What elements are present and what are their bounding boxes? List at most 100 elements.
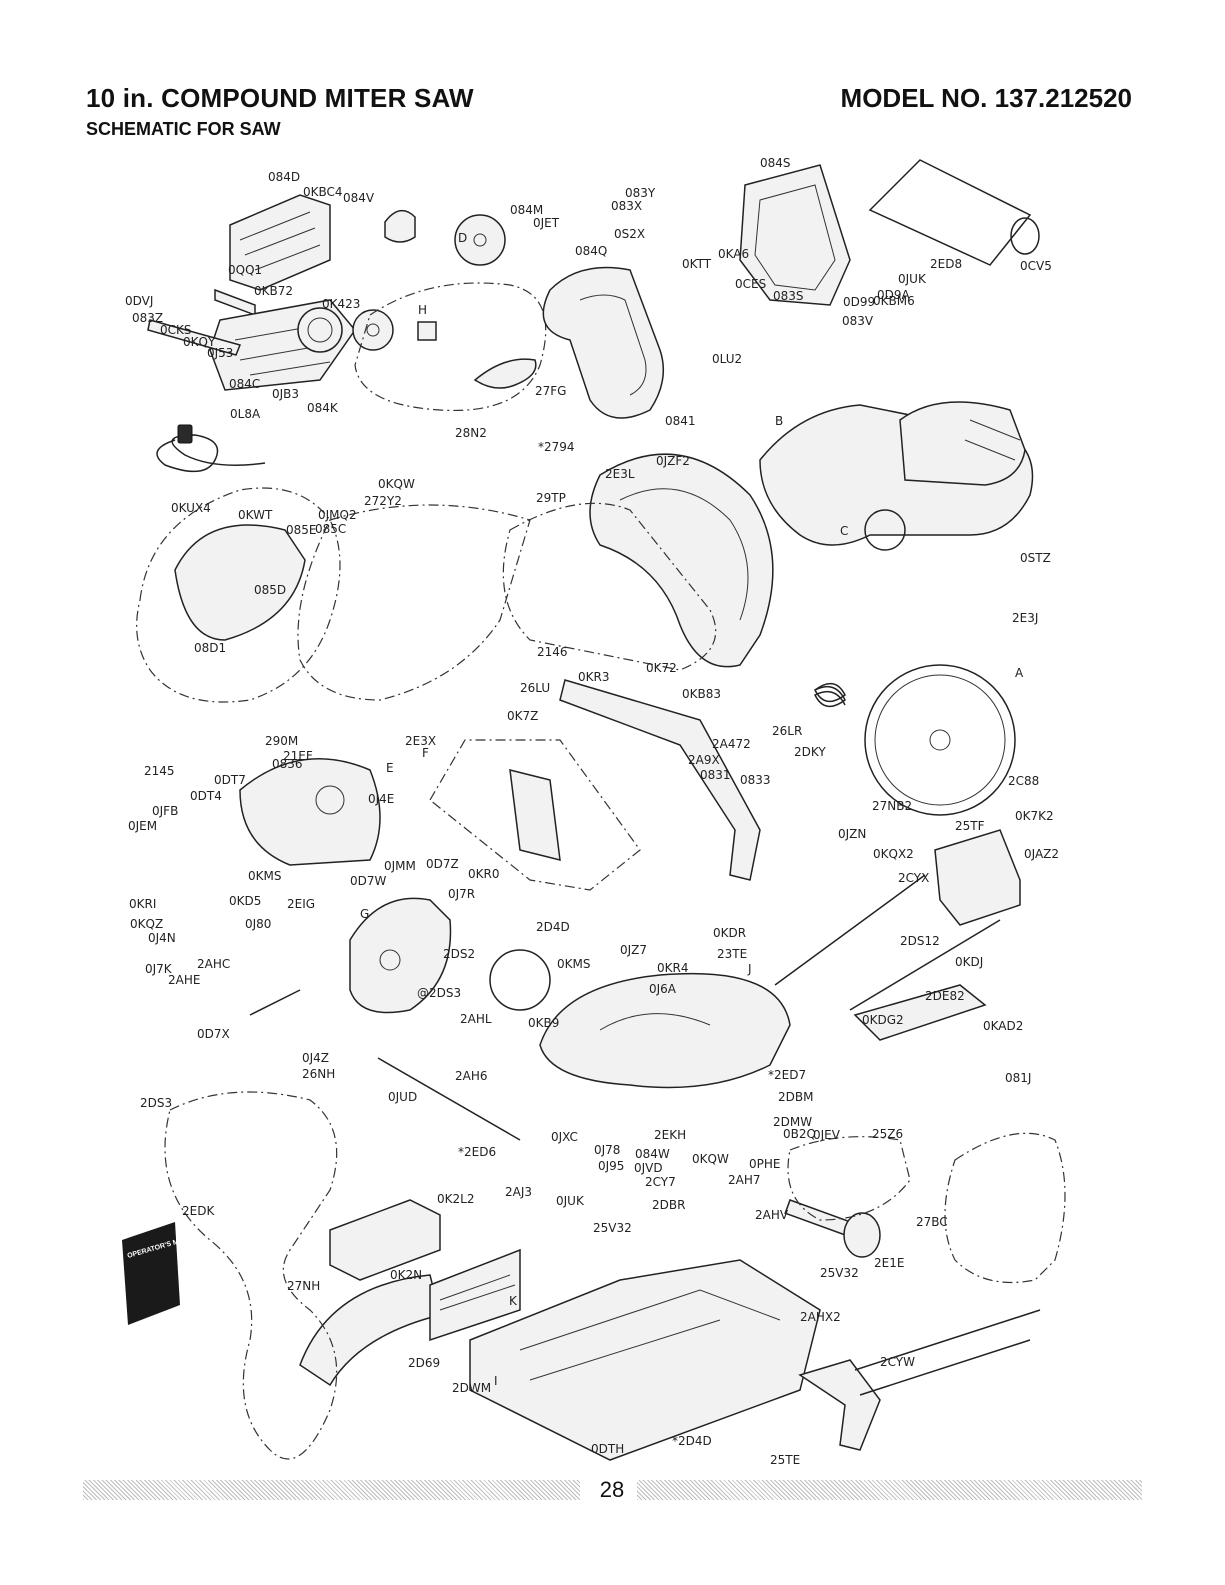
part-label: 0JB3 [272, 387, 299, 401]
operators-manual: OPERATOR'S MANUAL [122, 1222, 204, 1325]
part-label: 27BC [916, 1215, 948, 1229]
part-label: 2AJ3 [505, 1185, 532, 1199]
part-label: 2AHE [168, 973, 200, 987]
arm-link-bracket [559, 679, 761, 881]
part-label: C [840, 524, 848, 538]
part-label: 083Y [625, 186, 656, 200]
part-label: 2DS2 [443, 947, 475, 961]
part-label: A [1015, 666, 1024, 680]
schematic-subtitle: SCHEMATIC FOR SAW [86, 119, 281, 139]
part-label: 2DKY [794, 745, 826, 759]
part-label: 0KB83 [682, 687, 721, 701]
part-label: 27FG [535, 384, 566, 398]
part-label: I [494, 1374, 498, 1388]
part-label: 084M [510, 203, 543, 217]
part-label: 2DMW [773, 1115, 812, 1129]
part-label: 0J95 [598, 1159, 624, 1173]
part-label: 25V32 [820, 1266, 859, 1280]
part-label: 0JEM [128, 819, 157, 833]
part-label: 0KB72 [254, 284, 293, 298]
part-label: 0JZF2 [656, 454, 690, 468]
part-label: 2146 [537, 645, 568, 659]
pivot-shaft [249, 989, 301, 1016]
part-label: 2EIG [287, 897, 315, 911]
part-label: 2E3J [1012, 611, 1038, 625]
part-label: 0KMS [557, 957, 590, 971]
part-label: 2CY7 [645, 1175, 676, 1189]
part-label: 0STZ [1020, 551, 1051, 565]
part-label: 0JVD [634, 1161, 663, 1175]
part-label: 26LR [772, 724, 802, 738]
part-label: 25TF [955, 819, 985, 833]
part-label: 0JZN [838, 827, 866, 841]
part-label: 0KTT [682, 257, 712, 271]
spring [813, 682, 846, 708]
part-label: 2E3L [605, 467, 635, 481]
part-label: F [422, 746, 429, 760]
part-label: 23TE [717, 947, 747, 961]
part-label: 0J7R [448, 887, 475, 901]
part-label: 2ED8 [930, 257, 962, 271]
part-label: 083V [842, 314, 874, 328]
parts-kit-dashed-group [429, 739, 641, 891]
bevel-pivot-casting [349, 897, 452, 1014]
part-label: 2DWM [452, 1381, 491, 1395]
part-label: 25Z6 [872, 1127, 903, 1141]
part-label: 0KR0 [468, 867, 499, 881]
part-label: 25V32 [593, 1221, 632, 1235]
detent-dashed-group [787, 1136, 911, 1221]
round-plate [454, 214, 506, 266]
part-label: 083Z [132, 311, 163, 325]
part-label: 26NH [302, 1067, 335, 1081]
guard-dashed-group [502, 502, 717, 671]
part-label: 0S2X [614, 227, 645, 241]
part-label: 2EDK [182, 1204, 215, 1218]
part-label: 0J4E [368, 792, 394, 806]
main-handle [542, 266, 665, 419]
part-label: 0KQW [692, 1152, 729, 1166]
part-label: 085C [315, 522, 346, 536]
motor-arm-assembly [759, 401, 1034, 551]
motor-cover-assembly [147, 194, 416, 391]
part-label: 084S [760, 156, 791, 170]
part-label: 2DS12 [900, 934, 940, 948]
part-label: G [360, 907, 369, 921]
part-label: D [458, 231, 467, 245]
part-label: 0JUK [556, 1194, 585, 1208]
switch-dashed-group [297, 504, 531, 701]
part-label: 0DTH [591, 1442, 624, 1456]
part-label: 2DBR [652, 1198, 685, 1212]
part-label: 2E1E [874, 1256, 904, 1270]
base-assembly [469, 1259, 821, 1461]
part-label: 0JXC [551, 1130, 578, 1144]
part-label: K [509, 1294, 518, 1308]
part-label: J [747, 962, 752, 976]
handle-dashed-group [354, 282, 547, 412]
part-label: 0PHE [749, 1157, 780, 1171]
part-label: 0DT7 [214, 773, 246, 787]
part-label: 0JMM [384, 859, 416, 873]
part-label: 272Y2 [364, 494, 402, 508]
part-label: 0DVJ [125, 294, 153, 308]
lower-blade-guard [239, 758, 381, 866]
part-label: 0CKS [160, 323, 192, 337]
part-label: 2EKH [654, 1128, 686, 1142]
part-label: 084W [635, 1147, 670, 1161]
part-label: 2AHL [460, 1012, 492, 1026]
part-label: 085E [286, 523, 317, 537]
part-label: 084K [307, 401, 339, 415]
part-label: 0KQY [183, 335, 216, 349]
part-label: 2D4D [536, 920, 570, 934]
part-label: 0JMQ2 [318, 508, 357, 522]
table-insert-disk [489, 949, 551, 1011]
part-label: 081J [1005, 1071, 1031, 1085]
part-label: @2DS3 [417, 986, 461, 1000]
part-label: 0JFB [152, 804, 178, 818]
part-label: 2DE82 [925, 989, 965, 1003]
part-label: 0KMS [248, 869, 281, 883]
part-label: 0KDR [713, 926, 746, 940]
part-label: 0K2N [390, 1268, 422, 1282]
part-label: 0K72 [646, 661, 677, 675]
